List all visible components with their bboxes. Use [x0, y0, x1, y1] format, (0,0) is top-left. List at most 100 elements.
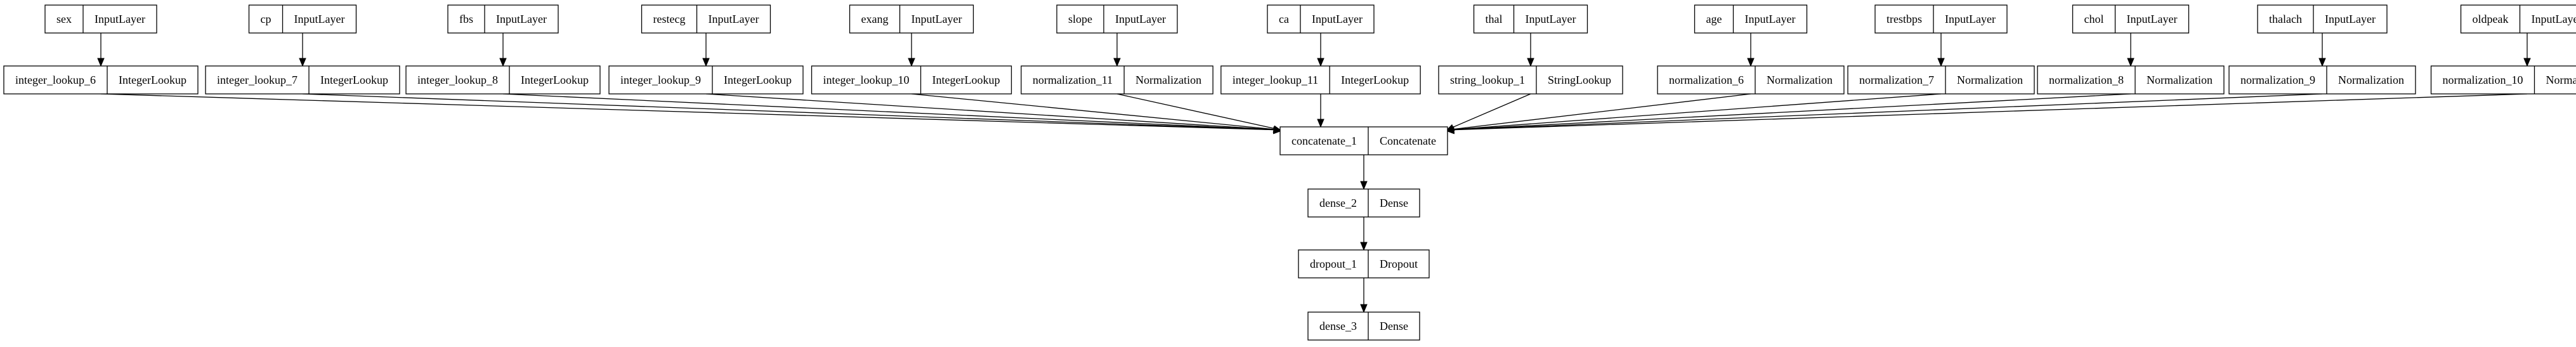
layer-node-chol: chol InputLayer	[2072, 4, 2190, 34]
layer-box	[1694, 4, 1808, 34]
layer-box	[608, 65, 804, 95]
layer-box	[205, 65, 400, 95]
layer-type: InputLayer	[1945, 13, 1996, 25]
layer-box	[405, 65, 601, 95]
arrowhead-icon	[2127, 58, 2135, 67]
layer-type: IntegerLookup	[932, 74, 1000, 86]
layer-type: Normalization	[2147, 74, 2213, 86]
layer-box	[1307, 311, 1420, 341]
layer-name: integer_lookup_10	[823, 74, 910, 86]
arrowhead-icon	[1360, 304, 1368, 313]
layer-box	[1279, 126, 1448, 155]
layer-name: normalization_7	[1859, 74, 1934, 86]
edge-normalization-10-to-concatenate-1	[1446, 93, 2528, 131]
layer-box	[1220, 65, 1421, 95]
layer-node-normalization-9: normalization_9 Normalization	[2228, 65, 2416, 95]
layer-name: trestbps	[1886, 13, 1922, 25]
arrowhead-icon	[2523, 58, 2531, 67]
arrowhead-icon	[1445, 126, 1455, 134]
layer-name: integer_lookup_9	[620, 74, 701, 86]
layer-type: InputLayer	[912, 13, 962, 25]
layer-name: normalization_9	[2240, 74, 2315, 86]
layer-node-dense-3: dense_3 Dense	[1307, 311, 1420, 341]
layer-name: concatenate_1	[1291, 134, 1357, 147]
layer-box	[1056, 4, 1178, 34]
layer-node-thal: thal InputLayer	[1473, 4, 1588, 34]
layer-name: dense_2	[1319, 197, 1357, 209]
layer-type: Normalization	[1767, 74, 1833, 86]
layer-node-concatenate-1: concatenate_1 Concatenate	[1279, 126, 1448, 155]
layer-type: InputLayer	[2532, 13, 2576, 25]
edge-integer-lookup-10-to-concatenate-1	[911, 93, 1282, 131]
arrowhead-icon	[299, 58, 306, 67]
edge-normalization-7-to-concatenate-1	[1446, 93, 1942, 131]
layer-box	[44, 4, 157, 34]
layer-type: InputLayer	[1745, 13, 1796, 25]
layer-type: InputLayer	[2127, 13, 2178, 25]
layer-box	[2072, 4, 2190, 34]
layer-type: IntegerLookup	[320, 74, 388, 86]
layer-name: exang	[861, 13, 889, 25]
layer-box	[1307, 188, 1420, 218]
layer-type: InputLayer	[294, 13, 345, 25]
edge-normalization-9-to-concatenate-1	[1446, 93, 2323, 131]
layer-name: chol	[2084, 13, 2104, 25]
layer-box	[641, 4, 771, 34]
edge-normalization-6-to-concatenate-1	[1446, 93, 1751, 131]
layer-node-oldpeak: oldpeakInputLayer	[2460, 4, 2576, 34]
layer-type: IntegerLookup	[1341, 74, 1409, 86]
layer-type: Dense	[1380, 320, 1408, 332]
edge-normalization-11-to-concatenate-1	[1116, 93, 1282, 131]
layer-type: Dense	[1380, 197, 1408, 209]
layer-name: restecg	[653, 13, 686, 25]
arrowhead-icon	[1317, 119, 1324, 128]
layer-box	[3, 65, 199, 95]
arrowhead-icon	[499, 58, 507, 67]
arrowhead-icon	[97, 58, 105, 67]
edge-integer-lookup-9-to-concatenate-1	[705, 93, 1282, 131]
arrowhead-icon	[908, 58, 915, 67]
layer-type: Normalization	[1957, 74, 2023, 86]
layer-node-dense-2: dense_2 Dense	[1307, 188, 1420, 218]
layer-name: dropout_1	[1310, 258, 1357, 270]
edges-layer	[97, 33, 2531, 313]
layer-type: Normalization	[1135, 74, 1201, 86]
layer-box	[1473, 4, 1588, 34]
layer-node-normalization-10: normalization_10Normalization	[2430, 65, 2576, 95]
layer-type: IntegerLookup	[724, 74, 792, 86]
layer-type: InputLayer	[95, 13, 145, 25]
layer-name: fbs	[459, 13, 473, 25]
layer-node-normalization-7: normalization_7 Normalization	[1847, 65, 2035, 95]
layer-name: dense_3	[1319, 320, 1357, 332]
layer-node-exang: exang InputLayer	[849, 4, 974, 34]
layer-box	[2228, 65, 2416, 95]
arrowhead-icon	[1937, 58, 1945, 67]
arrowhead-icon	[702, 58, 710, 67]
layer-type: StringLookup	[1548, 74, 1611, 86]
arrowhead-icon	[1527, 58, 1534, 67]
layer-box	[811, 65, 1012, 95]
edge-integer-lookup-8-to-concatenate-1	[502, 93, 1282, 131]
layer-box	[1298, 249, 1430, 278]
layer-type: Normalization	[2338, 74, 2404, 86]
layer-type: InputLayer	[1526, 13, 1576, 25]
layer-name: integer_lookup_8	[417, 74, 498, 86]
edge-integer-lookup-6-to-concatenate-1	[100, 93, 1282, 131]
layer-box	[1021, 65, 1213, 95]
layer-name: thalach	[2269, 13, 2302, 25]
layer-box	[1874, 4, 2008, 34]
layer-type: InputLayer	[709, 13, 759, 25]
layer-type: InputLayer	[496, 13, 547, 25]
layer-box	[248, 4, 357, 34]
layer-type: Concatenate	[1380, 134, 1436, 147]
layer-name: thal	[1486, 13, 1503, 25]
layer-type: InputLayer	[1115, 13, 1166, 25]
